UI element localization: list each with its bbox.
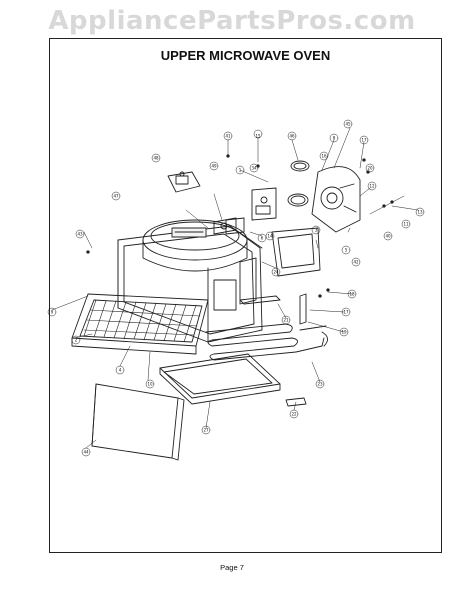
callout-16: 16 xyxy=(319,151,329,161)
callout-17a: 17 xyxy=(359,135,369,145)
watermark: AppliancePartsPros.com xyxy=(48,6,416,36)
door-panel xyxy=(91,383,185,461)
leader-lines xyxy=(51,127,419,449)
callout-2: 2 xyxy=(71,335,81,345)
drip-tray xyxy=(159,353,281,405)
svg-text:47: 47 xyxy=(113,193,119,198)
svg-text:2: 2 xyxy=(75,337,78,342)
svg-text:12: 12 xyxy=(369,183,375,188)
callouts: 41 15 46 45 8 17 12 13 11 40 42 5 48 49 … xyxy=(47,119,425,457)
callout-6: 6 xyxy=(257,233,267,243)
svg-text:48: 48 xyxy=(153,155,159,160)
callout-40: 40 xyxy=(383,231,393,241)
svg-text:27: 27 xyxy=(203,427,209,432)
callout-24: 24 xyxy=(271,267,281,277)
callout-17b: 17 xyxy=(341,307,351,317)
svg-text:3: 3 xyxy=(315,227,318,232)
svg-text:44: 44 xyxy=(83,449,89,454)
callout-27: 27 xyxy=(201,425,211,435)
svg-text:1: 1 xyxy=(239,167,242,172)
svg-text:9: 9 xyxy=(51,309,54,314)
callout-13: 13 xyxy=(415,207,425,217)
svg-text:23: 23 xyxy=(317,381,323,386)
svg-text:34: 34 xyxy=(251,165,257,170)
svg-text:5: 5 xyxy=(345,247,348,252)
svg-text:40: 40 xyxy=(385,233,391,238)
callout-14: 14 xyxy=(265,231,275,241)
svg-text:41: 41 xyxy=(225,133,231,138)
svg-text:21: 21 xyxy=(283,317,289,322)
microwave-housing xyxy=(142,217,248,272)
svg-text:45: 45 xyxy=(345,121,351,126)
oven-cavity xyxy=(117,225,263,343)
fan-motor-assembly xyxy=(311,166,361,233)
callout-11: 11 xyxy=(401,219,411,229)
callout-8: 8 xyxy=(329,133,339,143)
callout-43: 43 xyxy=(75,229,85,239)
svg-text:16: 16 xyxy=(321,153,327,158)
small-bracket xyxy=(225,217,245,235)
svg-text:17: 17 xyxy=(343,309,349,314)
callout-4: 4 xyxy=(115,365,125,375)
control-board xyxy=(251,187,277,221)
callout-42: 42 xyxy=(351,257,361,267)
callout-10: 10 xyxy=(145,379,155,389)
callout-20: 20 xyxy=(365,163,375,173)
window-frame xyxy=(271,227,321,277)
fuse-part xyxy=(167,171,201,193)
callout-12: 12 xyxy=(367,181,377,191)
svg-text:19: 19 xyxy=(341,329,347,334)
callout-5: 5 xyxy=(341,245,351,255)
gasket-rings xyxy=(287,160,310,207)
callout-19: 19 xyxy=(339,327,349,337)
callout-47: 47 xyxy=(111,191,121,201)
oven-rack xyxy=(71,293,209,355)
callout-9: 9 xyxy=(47,307,57,317)
svg-text:20: 20 xyxy=(367,165,373,170)
diagram-frame xyxy=(49,38,442,553)
svg-text:18: 18 xyxy=(349,291,355,296)
callout-23: 23 xyxy=(315,379,325,389)
svg-text:10: 10 xyxy=(147,381,153,386)
svg-text:42: 42 xyxy=(353,259,359,264)
side-hinge-parts xyxy=(239,293,328,407)
svg-text:22: 22 xyxy=(291,411,297,416)
callout-48: 48 xyxy=(151,153,161,163)
page-number: Page 7 xyxy=(220,563,244,572)
svg-text:13: 13 xyxy=(417,209,423,214)
svg-text:6: 6 xyxy=(261,235,264,240)
callout-41: 41 xyxy=(223,131,233,141)
callout-46: 46 xyxy=(287,131,297,141)
callout-44: 44 xyxy=(81,447,91,457)
svg-text:43: 43 xyxy=(77,231,83,236)
svg-text:8: 8 xyxy=(333,135,336,140)
svg-text:11: 11 xyxy=(403,221,409,226)
callout-49: 49 xyxy=(209,161,219,171)
callout-21: 21 xyxy=(281,315,291,325)
svg-text:15: 15 xyxy=(255,133,261,138)
callout-1: 1 xyxy=(235,165,245,175)
callout-3: 3 xyxy=(311,225,321,235)
callout-22: 22 xyxy=(289,409,299,419)
svg-text:14: 14 xyxy=(267,233,273,238)
svg-text:17: 17 xyxy=(361,137,367,142)
callout-15: 15 xyxy=(253,129,263,138)
svg-text:49: 49 xyxy=(211,163,217,168)
callout-18: 18 xyxy=(347,289,357,299)
heating-element xyxy=(205,323,327,361)
svg-text:24: 24 xyxy=(273,269,279,274)
callout-45: 45 xyxy=(343,119,353,129)
callout-34: 34 xyxy=(249,163,259,173)
svg-text:46: 46 xyxy=(289,133,295,138)
svg-text:4: 4 xyxy=(119,367,122,372)
diagram-title: UPPER MICROWAVE OVEN xyxy=(160,48,331,63)
